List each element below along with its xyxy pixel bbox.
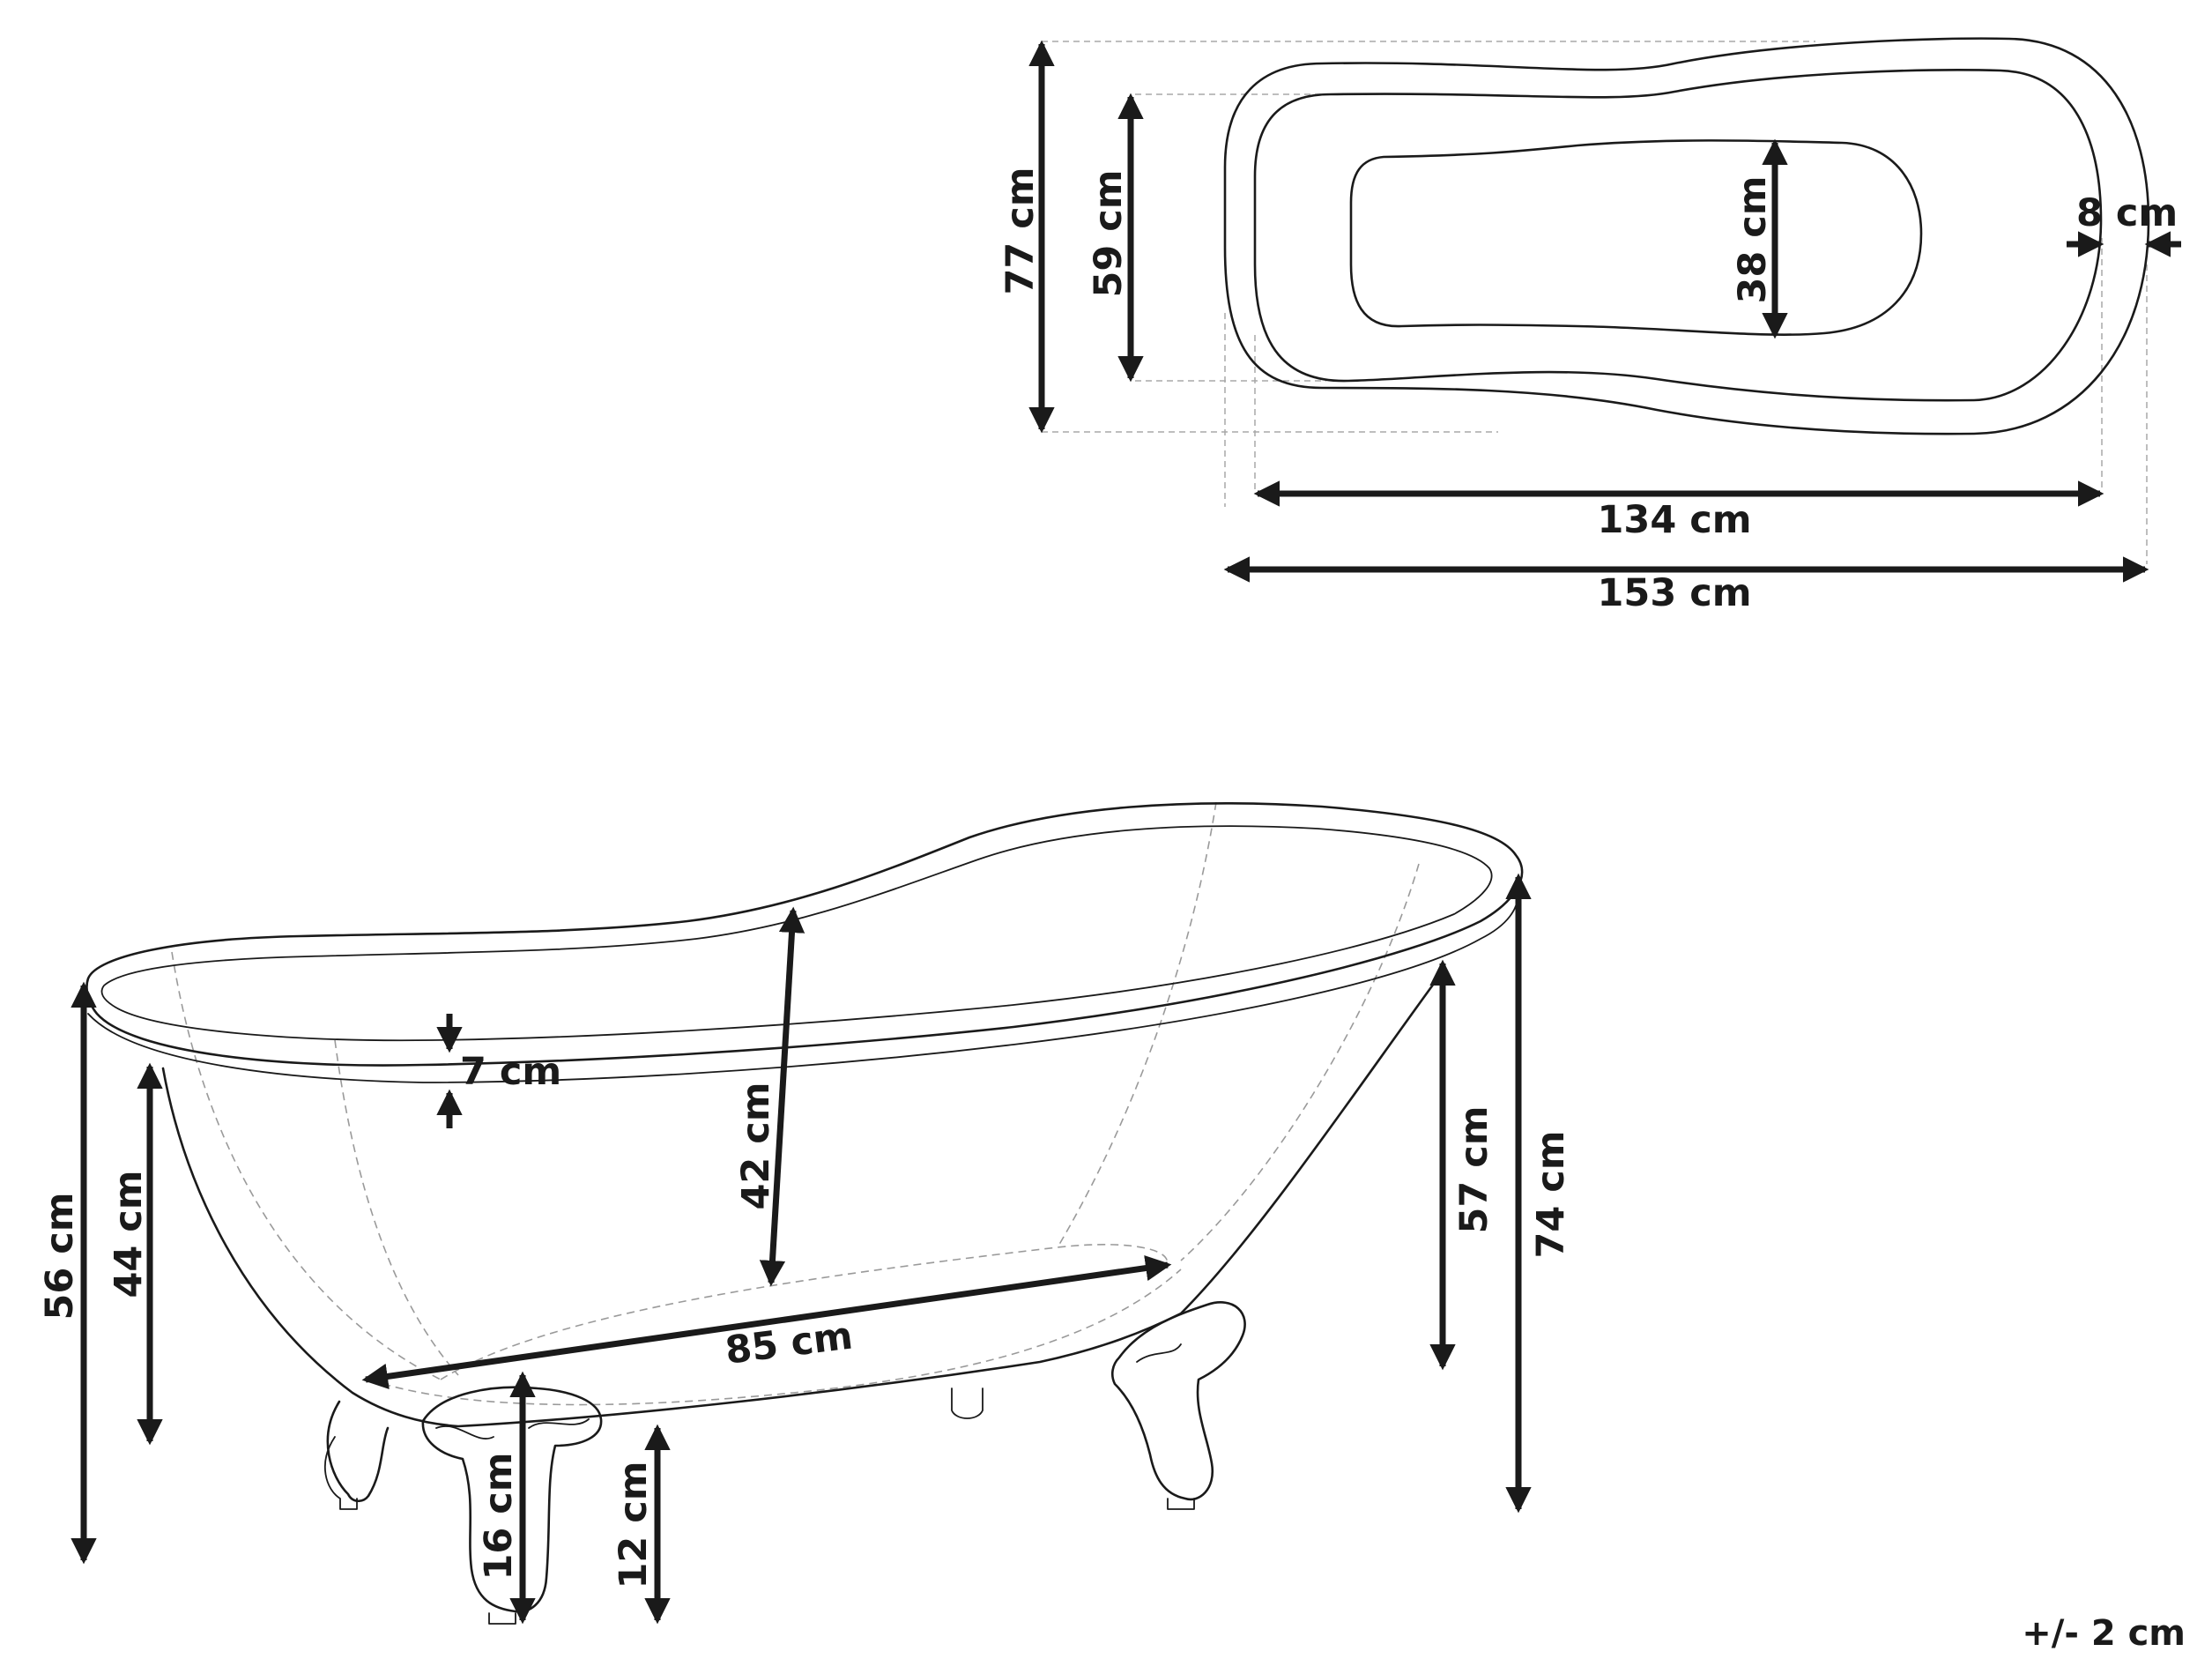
top-view-tub-bottom xyxy=(1349,139,1923,336)
side-view-dimension-arrows xyxy=(71,873,1532,1625)
tolerance-note: +/- 2 cm xyxy=(2022,1613,2186,1654)
label-inner-length: 134 cm xyxy=(1597,498,1751,542)
dim-arrow-bottom-length xyxy=(361,1254,1172,1390)
label-inner-depth: 42 cm xyxy=(734,1082,778,1209)
side-view-rim-band xyxy=(87,889,1519,1083)
label-inner-width: 59 cm xyxy=(1087,169,1131,297)
side-view-feet xyxy=(323,1301,1246,1625)
side-view-rim-inner xyxy=(100,825,1493,1042)
top-view-inner-rim xyxy=(1253,69,2103,402)
label-left-end-height: 56 cm xyxy=(38,1192,82,1320)
foot-back-left xyxy=(326,1400,390,1503)
top-view-dimension-arrows xyxy=(1028,40,2181,583)
foot-right-detail xyxy=(1136,1343,1195,1510)
foot-back-left-scroll xyxy=(323,1436,358,1510)
label-outer-length: 153 cm xyxy=(1597,571,1751,615)
top-view: 77 cm 59 cm 38 cm 8 cm 134 cm 153 cm xyxy=(998,37,2181,615)
dim-arrow-inner-depth xyxy=(759,906,805,1287)
side-view-hidden-lines xyxy=(171,801,1420,1406)
label-outer-width: 77 cm xyxy=(998,167,1043,294)
label-left-inner-height: 44 cm xyxy=(107,1170,151,1298)
label-bottom-width: 38 cm xyxy=(1731,175,1775,303)
label-floor-clearance: 12 cm xyxy=(612,1461,656,1588)
top-view-outer-rim xyxy=(1223,37,2150,435)
side-view-rim-top xyxy=(85,802,1524,1067)
label-right-end-height: 74 cm xyxy=(1529,1130,1573,1258)
label-rim-height: 7 cm xyxy=(460,1050,561,1094)
label-foot-height: 16 cm xyxy=(477,1452,521,1580)
foot-back-center xyxy=(951,1387,984,1419)
top-view-extension-lines xyxy=(1042,41,2148,564)
foot-right xyxy=(1110,1301,1246,1501)
side-view: 7 cm 42 cm 85 cm 56 cm 44 cm 57 cm 74 cm… xyxy=(38,801,1573,1625)
label-rim-thickness: 8 cm xyxy=(2076,191,2178,235)
side-view-tub-body xyxy=(161,966,1447,1428)
label-right-inner-height: 57 cm xyxy=(1452,1105,1496,1233)
